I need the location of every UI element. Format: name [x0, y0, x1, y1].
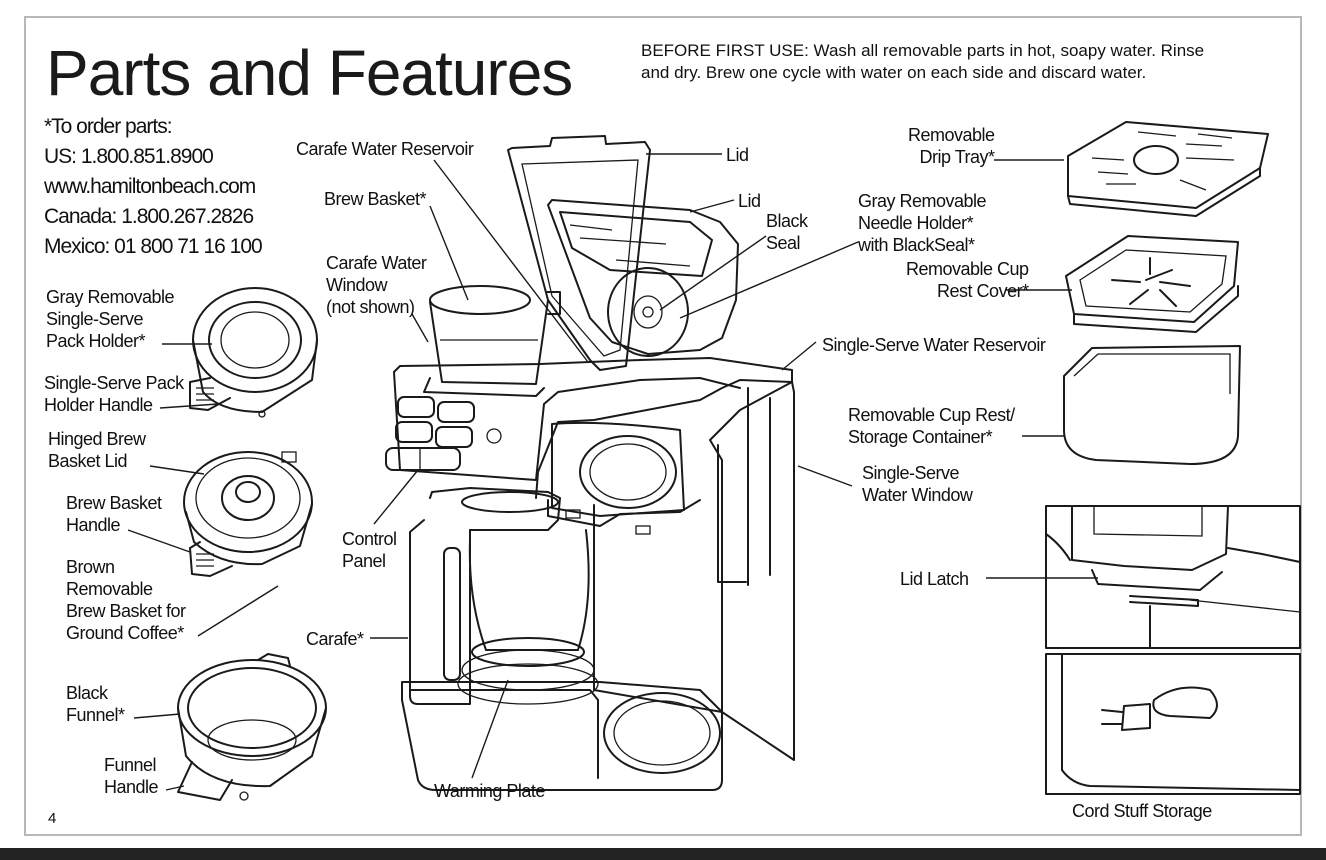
label-cup-rest-cover: Removable Cup Rest Cover* — [906, 259, 1029, 301]
bottom-rule — [0, 848, 1326, 860]
label-cord-storage: Cord Stuff Storage — [1072, 801, 1212, 821]
label-carafe: Carafe* — [306, 629, 364, 649]
label-pack-holder-handle: Single-Serve Pack Holder Handle — [44, 373, 184, 415]
black-funnel-illustration — [177, 653, 327, 801]
label-pack-holder: Gray Removable Single-Serve Pack Holder* — [46, 287, 175, 351]
page-frame — [24, 16, 1302, 836]
label-ss-reservoir: Single-Serve Water Reservoir — [822, 335, 1046, 355]
hinged-lid-illustration — [183, 451, 313, 577]
label-funnel-handle: Funnel Handle — [104, 755, 159, 797]
label-black-funnel: Black Funnel* — [66, 683, 125, 725]
label-lid-top: Lid — [726, 145, 749, 165]
label-brew-basket: Brew Basket* — [324, 189, 427, 209]
cord-storage-inset — [1045, 653, 1301, 795]
label-drip-tray: Removable Drip Tray* — [908, 125, 995, 167]
leader-lines — [127, 153, 1098, 791]
order-parts-info: *To order parts: US: 1.800.851.8900 www.… — [44, 115, 263, 258]
storage-container-illustration — [1063, 345, 1241, 465]
label-basket-handle: Brew Basket Handle — [66, 493, 162, 535]
label-cup-rest: Removable Cup Rest/ Storage Container* — [848, 405, 1015, 447]
cup-rest-cover-illustration — [1065, 235, 1239, 333]
label-lid-second: Lid — [738, 191, 761, 211]
label-ss-window: Single-Serve Water Window — [862, 463, 973, 505]
label-black-seal: Black Seal — [766, 211, 808, 253]
label-brown-basket: Brown Removable Brew Basket for Ground C… — [66, 557, 186, 643]
first-use-note: BEFORE FIRST USE: Wash all removable par… — [641, 41, 1205, 82]
label-warming-plate: Warming Plate — [434, 781, 545, 801]
coffee-maker-illustration — [385, 135, 795, 791]
pack-holder-illustration — [189, 287, 318, 418]
label-needle-holder: Gray Removable Needle Holder* with Black… — [858, 191, 987, 255]
lid-latch-inset — [1045, 505, 1301, 649]
label-control-panel: Control Panel — [342, 529, 397, 571]
label-carafe-window: Carafe Water Window (not shown) — [326, 253, 427, 317]
page-title: Parts and Features — [46, 37, 573, 109]
page-number: 4 — [48, 810, 57, 827]
label-carafe-reservoir: Carafe Water Reservoir — [296, 139, 474, 159]
label-lid-latch: Lid Latch — [900, 569, 969, 589]
label-hinged-lid: Hinged Brew Basket Lid — [48, 429, 146, 471]
drip-tray-illustration — [1067, 121, 1269, 217]
